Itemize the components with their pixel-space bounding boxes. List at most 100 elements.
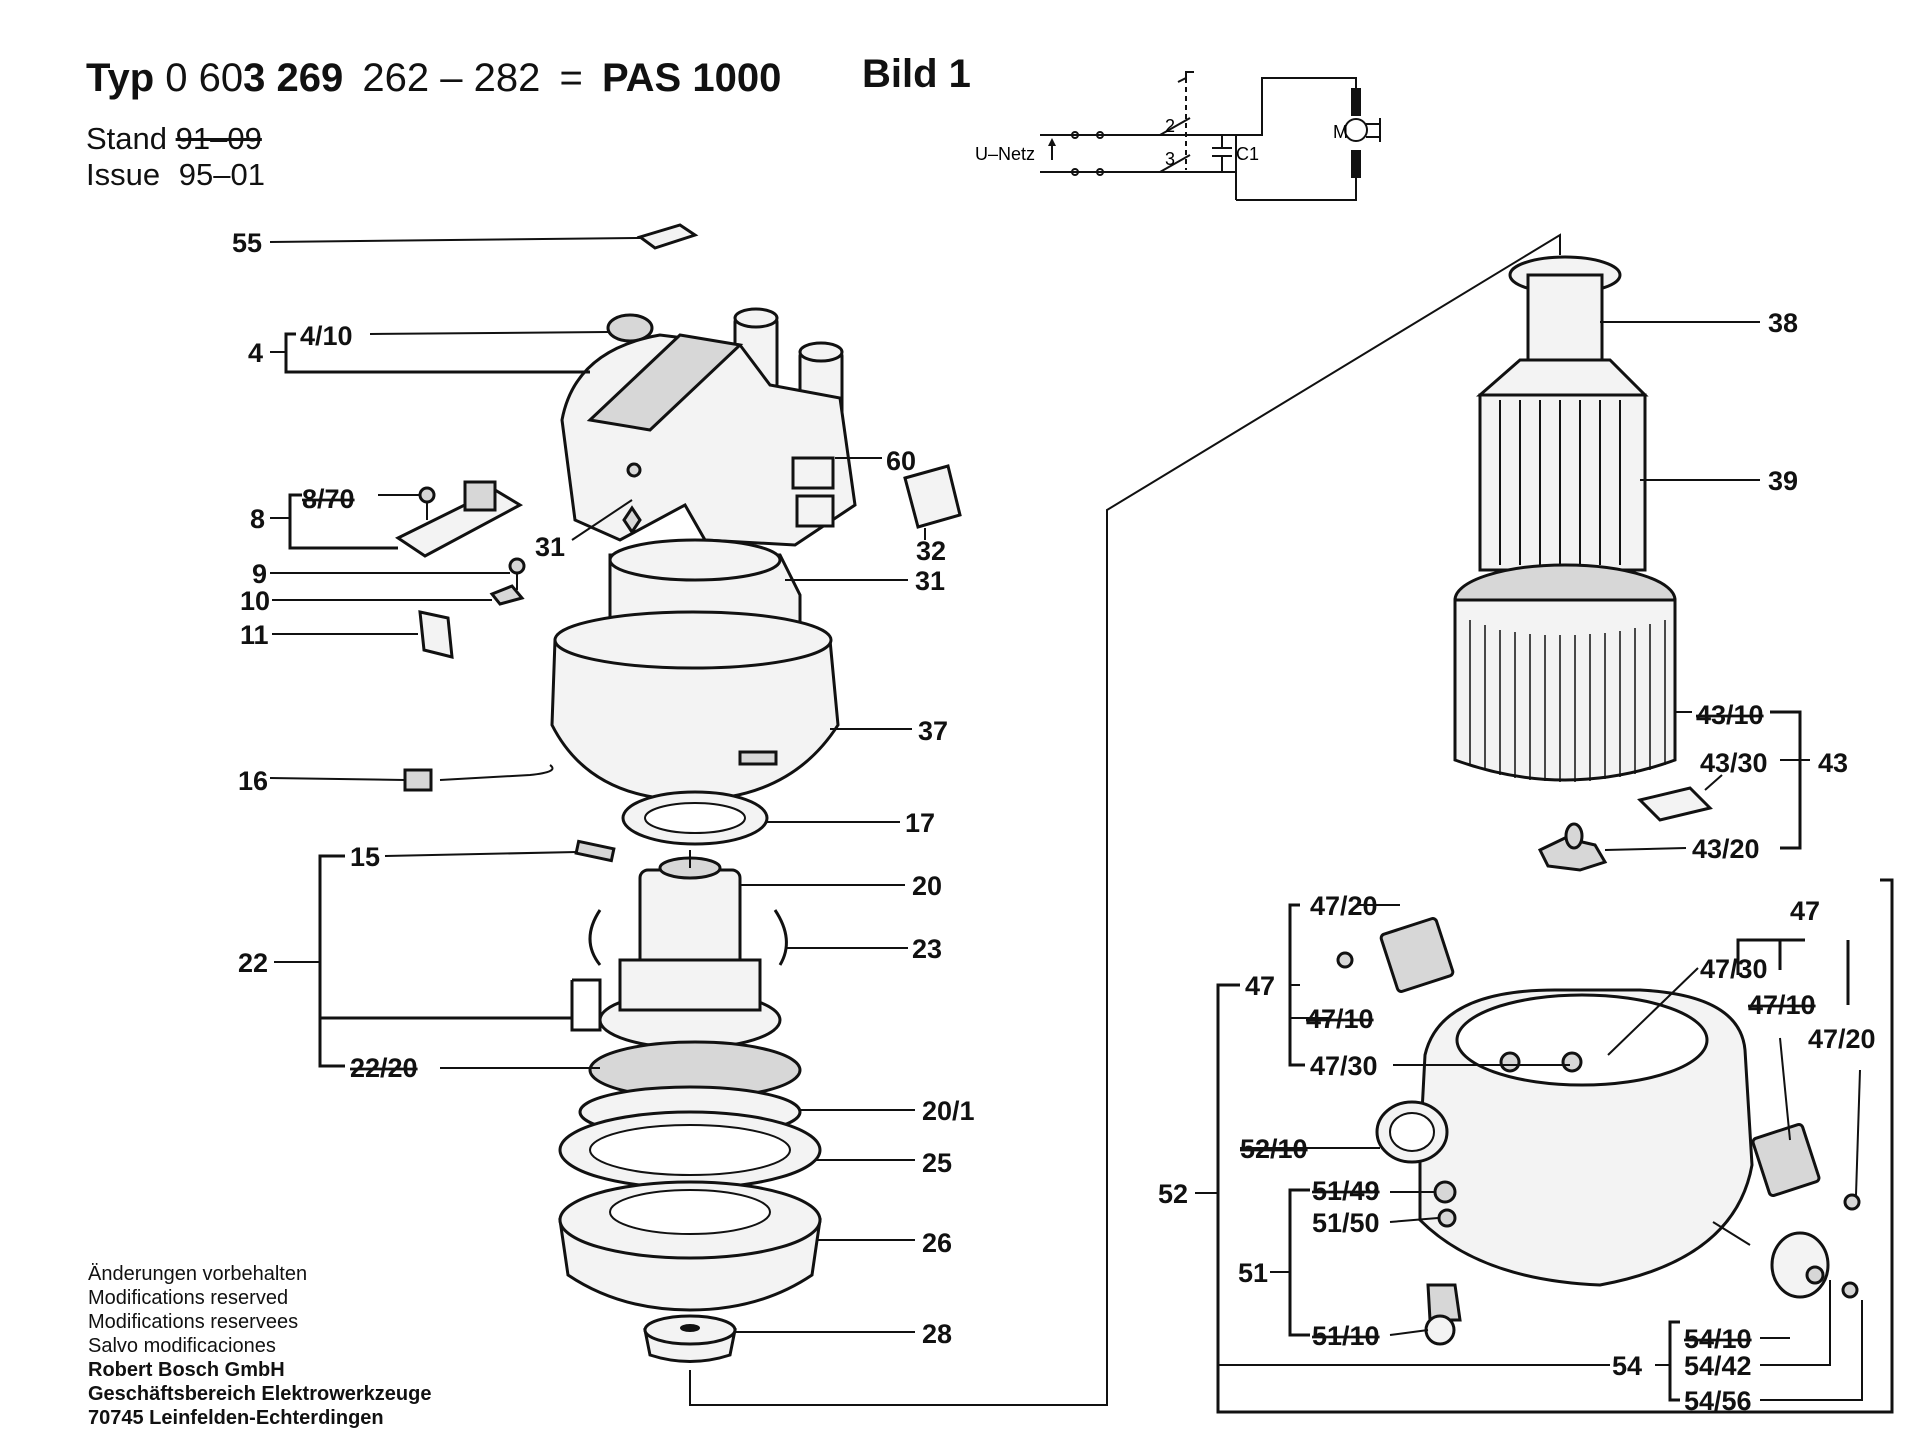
container-assembly — [1336, 917, 1861, 1346]
label-47-20-b: 47/20 — [1808, 1024, 1876, 1054]
part-47-10-latch-right — [1751, 1122, 1821, 1198]
part-10-clip — [489, 584, 525, 606]
label-23: 23 — [912, 934, 942, 964]
left-leaders — [269, 237, 926, 1333]
label-26: 26 — [922, 1228, 952, 1258]
label-39: 39 — [1768, 466, 1798, 496]
label-55: 55 — [232, 228, 262, 258]
label-43: 43 — [1818, 748, 1848, 778]
filter-assembly — [1453, 255, 1713, 872]
footer-note-es: Salvo modificaciones — [88, 1335, 276, 1357]
stand-value: 91–09 — [175, 121, 262, 156]
motor-head-assembly — [395, 223, 962, 1363]
figure-title: Bild 1 — [862, 54, 971, 94]
issue-label: Issue — [86, 157, 161, 192]
part-54-42-wheel — [1770, 1231, 1830, 1299]
label-47-10-a: 47/10 — [1306, 1004, 1374, 1034]
label-38: 38 — [1768, 308, 1798, 338]
u-netz-label: U–Netz — [975, 144, 1035, 164]
part-8-switch-board — [395, 488, 524, 558]
part-54-10-cap — [1805, 1265, 1825, 1285]
label-20-1: 20/1 — [922, 1096, 975, 1126]
typ-label: Typ — [86, 56, 155, 100]
part-23-bracket-right — [773, 909, 788, 966]
part-51-49-nut — [1433, 1180, 1457, 1204]
part-15-brush — [574, 839, 616, 863]
typ-range: 262 – 282 — [362, 56, 541, 100]
part-16-cable — [439, 764, 554, 781]
typ-number-prefix: 0 60 — [165, 56, 244, 100]
filter-leaders — [1600, 321, 1810, 851]
label-20: 20 — [912, 871, 942, 901]
part-16-plug — [403, 768, 433, 792]
capacitor-label: C1 — [1236, 144, 1259, 164]
label-16: 16 — [238, 766, 268, 796]
bild-label: Bild 1 — [862, 52, 971, 96]
label-25: 25 — [922, 1148, 952, 1178]
label-51: 51 — [1238, 1258, 1268, 1288]
part-20-motor — [638, 868, 742, 972]
type-line: Typ 0 603 269 262 – 282 = PAS 1000 — [86, 58, 781, 98]
part-43-30-label — [1637, 786, 1713, 822]
typ-number-bold: 3 269 — [243, 56, 344, 100]
label-31-a: 31 — [535, 532, 565, 562]
part-47-10-latch-left — [1379, 917, 1455, 993]
part-9-screw — [508, 557, 526, 575]
part-51-10-castor — [1426, 1283, 1462, 1322]
container-leaders — [1195, 878, 1894, 1414]
label-47-30-a: 47/30 — [1310, 1051, 1378, 1081]
switch-2-label: 2 — [1165, 116, 1175, 136]
label-43-20: 43/20 — [1692, 834, 1760, 864]
footer-division: Geschäftsbereich Elektrowerkzeuge — [88, 1383, 432, 1405]
label-15: 15 — [350, 842, 380, 872]
part-31-screw-a — [622, 505, 642, 535]
stand-line: Stand 91–09 — [86, 122, 262, 156]
label-47-b: 47 — [1790, 896, 1820, 926]
label-52: 52 — [1158, 1179, 1188, 1209]
footer-note-de: Änderungen vorbehalten — [88, 1263, 308, 1285]
label-51-10: 51/10 — [1312, 1321, 1380, 1351]
cover-panel — [791, 456, 835, 490]
part-43-filter-cartridge — [1453, 598, 1677, 782]
label-43-30: 43/30 — [1700, 748, 1768, 778]
equals-sign: = — [559, 56, 583, 100]
label-22-20: 22/20 — [350, 1053, 418, 1083]
label-8: 8 — [250, 504, 265, 534]
label-51-50: 51/50 — [1312, 1208, 1380, 1238]
footer-notes: Änderungen vorbehalten Modifications res… — [88, 1262, 431, 1430]
label-11: 11 — [240, 620, 269, 650]
label-52-10: 52/10 — [1240, 1134, 1308, 1164]
label-4-10: 4/10 — [300, 321, 353, 351]
part-51-50-washer — [1437, 1208, 1457, 1228]
label-22: 22 — [238, 948, 268, 978]
label-8-70: 8/70 — [302, 484, 355, 514]
part-11-plate — [418, 610, 454, 659]
part-labels: 55 4 4/10 60 8 8/70 31 32 9 31 10 11 37 … — [232, 228, 1876, 1416]
part-47-20-screw-right — [1843, 1193, 1861, 1211]
assembly-guide-line — [689, 233, 1561, 1406]
issue-line: Issue 95–01 — [86, 158, 265, 192]
part-54-56-screw — [1841, 1281, 1859, 1299]
footer-note-en: Modifications reserved — [88, 1287, 289, 1309]
label-54: 54 — [1612, 1351, 1642, 1381]
issue-value: 95–01 — [178, 157, 265, 192]
housing-label — [738, 750, 778, 766]
part-8-70-screw — [418, 486, 436, 504]
label-4: 4 — [248, 338, 263, 368]
label-60: 60 — [886, 446, 916, 476]
model-name: PAS 1000 — [601, 56, 782, 100]
part-8-70-switch — [463, 480, 497, 512]
label-28: 28 — [922, 1319, 952, 1349]
label-54-42: 54/42 — [1684, 1351, 1752, 1381]
label-17: 17 — [905, 808, 935, 838]
circuit-schematic: U–Netz 2 3 C1 M — [975, 71, 1381, 201]
part-55-plate — [636, 223, 699, 250]
stand-label: Stand — [86, 121, 168, 156]
label-37: 37 — [918, 716, 948, 746]
label-47-30-b: 47/30 — [1700, 954, 1768, 984]
motor-label: M — [1333, 122, 1348, 142]
label-9: 9 — [252, 559, 267, 589]
label-47-20-a: 47/20 — [1310, 891, 1378, 921]
label-47-10-b: 47/10 — [1748, 990, 1816, 1020]
